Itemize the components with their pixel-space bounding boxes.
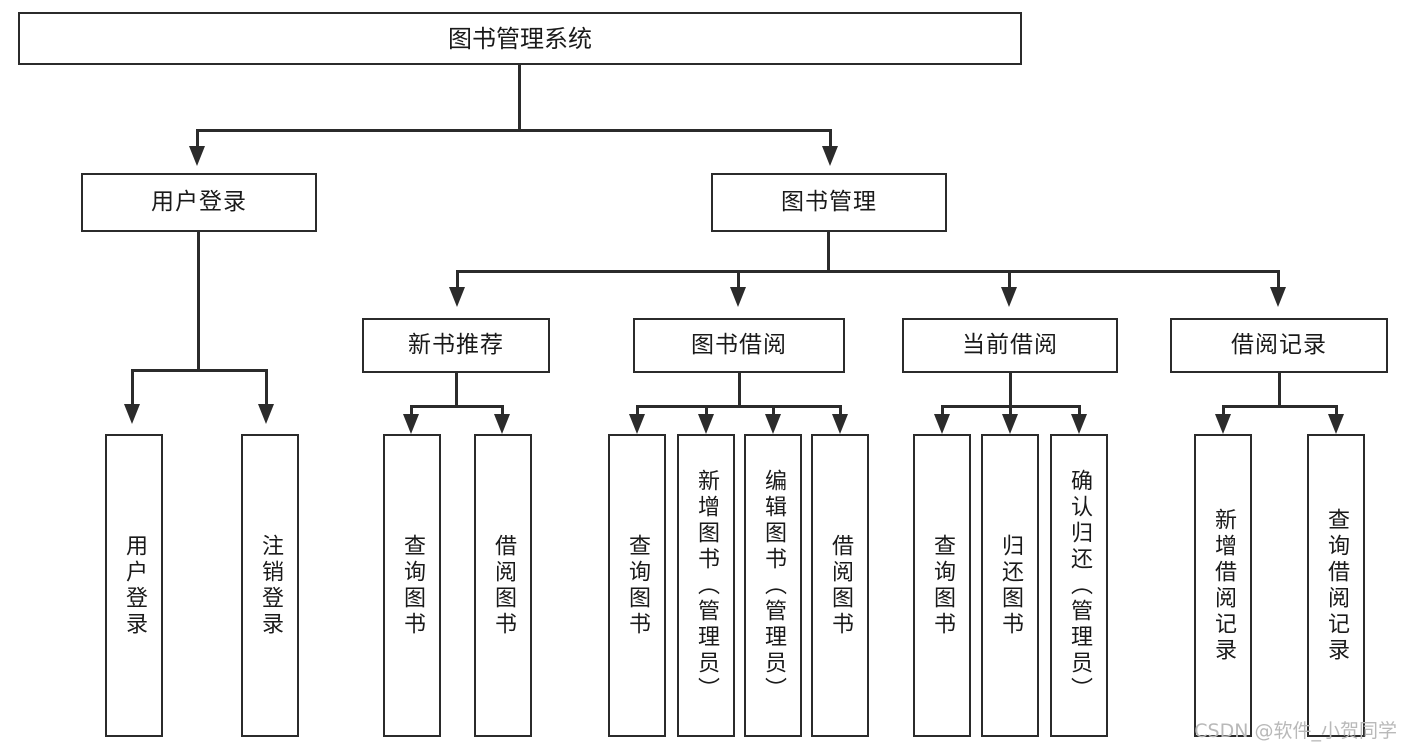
arrowhead-to-book-management (822, 146, 838, 166)
connector-nbr-drop-1 (410, 405, 413, 417)
node-label: 新增图书（管理员） (694, 468, 719, 703)
connector-br-drop-2 (1335, 405, 1338, 417)
arrowhead-to-book-borrow (730, 287, 746, 307)
node-label: 当前借阅 (962, 332, 1058, 359)
node-label: 新书推荐 (408, 332, 504, 359)
node-current-borrow[interactable]: 当前借阅 (902, 318, 1118, 373)
node-label: 用户登录 (122, 533, 147, 638)
node-label: 查询图书 (930, 533, 955, 638)
connector-nbr-drop-2 (501, 405, 504, 417)
node-book-management-system[interactable]: 图书管理系统 (18, 12, 1022, 65)
leaf-borrow-record-add[interactable]: 新增借阅记录 (1194, 434, 1252, 737)
connector-book-management-stem (827, 232, 830, 272)
arrowhead-bb-leaf-3 (765, 414, 781, 434)
arrowhead-to-user-login (189, 146, 205, 166)
arrowhead-to-current-borrow (1001, 287, 1017, 307)
leaf-book-borrow-borrow[interactable]: 借阅图书 (811, 434, 869, 737)
arrowhead-br-leaf-2 (1328, 414, 1344, 434)
arrowhead-bb-leaf-1 (629, 414, 645, 434)
leaf-user-login-login[interactable]: 用户登录 (105, 434, 163, 737)
arrowhead-bb-leaf-4 (832, 414, 848, 434)
leaf-current-borrow-return[interactable]: 归还图书 (981, 434, 1039, 737)
connector-bb-bus (636, 405, 842, 408)
node-label: 图书管理 (781, 189, 877, 216)
node-label: 查询借阅记录 (1324, 507, 1349, 664)
connector-nbr-bus (410, 405, 504, 408)
arrowhead-cb-leaf-1 (934, 414, 950, 434)
connector-root-drop-left (196, 129, 199, 147)
leaf-book-borrow-query[interactable]: 查询图书 (608, 434, 666, 737)
node-book-management[interactable]: 图书管理 (711, 173, 947, 232)
connector-cb-drop-1 (941, 405, 944, 417)
connector-bb-drop-1 (636, 405, 639, 417)
leaf-current-borrow-query[interactable]: 查询图书 (913, 434, 971, 737)
node-label: 编辑图书（管理员） (761, 468, 786, 703)
arrowhead-br-leaf-1 (1215, 414, 1231, 434)
arrowhead-to-borrow-record (1270, 287, 1286, 307)
leaf-user-login-logout[interactable]: 注销登录 (241, 434, 299, 737)
leaf-borrow-record-query[interactable]: 查询借阅记录 (1307, 434, 1365, 737)
node-label: 借阅记录 (1231, 332, 1327, 359)
connector-bb-drop-4 (839, 405, 842, 417)
node-book-borrow[interactable]: 图书借阅 (633, 318, 845, 373)
node-label: 注销登录 (258, 533, 283, 638)
node-label: 借阅图书 (491, 533, 516, 638)
connector-user-login-bus (131, 369, 268, 372)
connector-cb-stem (1009, 373, 1012, 407)
arrowhead-user-login-leaf-2 (258, 404, 274, 424)
node-label: 查询图书 (625, 533, 650, 638)
connector-br-bus (1222, 405, 1338, 408)
connector-book-management-bus (456, 270, 1280, 273)
node-label: 归还图书 (998, 533, 1023, 638)
arrowhead-user-login-leaf-1 (124, 404, 140, 424)
connector-bb-drop-3 (772, 405, 775, 417)
node-label: 查询图书 (400, 533, 425, 638)
connector-br-stem (1278, 373, 1281, 407)
connector-user-login-drop-2 (265, 369, 268, 405)
leaf-current-borrow-confirm-return[interactable]: 确认归还（管理员） (1050, 434, 1108, 737)
node-user-login[interactable]: 用户登录 (81, 173, 317, 232)
connector-cb-drop-2 (1009, 405, 1012, 417)
node-label: 用户登录 (151, 189, 247, 216)
connector-br-drop-1 (1222, 405, 1225, 417)
node-borrow-record[interactable]: 借阅记录 (1170, 318, 1388, 373)
connector-bm-drop-4 (1277, 270, 1280, 288)
connector-root-stem (518, 65, 521, 131)
arrowhead-to-new-book-recommend (449, 287, 465, 307)
connector-bm-drop-3 (1008, 270, 1011, 288)
connector-root-bus (196, 129, 832, 132)
node-new-book-recommend[interactable]: 新书推荐 (362, 318, 550, 373)
connector-root-drop-right (829, 129, 832, 147)
node-label: 新增借阅记录 (1211, 507, 1236, 664)
connector-nbr-stem (455, 373, 458, 407)
arrowhead-nbr-leaf-2 (494, 414, 510, 434)
leaf-book-borrow-edit[interactable]: 编辑图书（管理员） (744, 434, 802, 737)
leaf-book-borrow-add[interactable]: 新增图书（管理员） (677, 434, 735, 737)
arrowhead-cb-leaf-3 (1071, 414, 1087, 434)
node-label: 借阅图书 (828, 533, 853, 638)
arrowhead-bb-leaf-2 (698, 414, 714, 434)
connector-bb-drop-2 (705, 405, 708, 417)
leaf-new-book-query[interactable]: 查询图书 (383, 434, 441, 737)
connector-bm-drop-1 (456, 270, 459, 288)
connector-user-login-stem (197, 232, 200, 371)
connector-cb-drop-3 (1078, 405, 1081, 417)
node-label: 确认归还（管理员） (1067, 468, 1092, 703)
node-label: 图书管理系统 (448, 24, 592, 53)
leaf-new-book-borrow[interactable]: 借阅图书 (474, 434, 532, 737)
arrowhead-cb-leaf-2 (1002, 414, 1018, 434)
node-label: 图书借阅 (691, 332, 787, 359)
arrowhead-nbr-leaf-1 (403, 414, 419, 434)
connector-bm-drop-2 (737, 270, 740, 288)
connector-bb-stem (738, 373, 741, 407)
connector-user-login-drop-1 (131, 369, 134, 405)
